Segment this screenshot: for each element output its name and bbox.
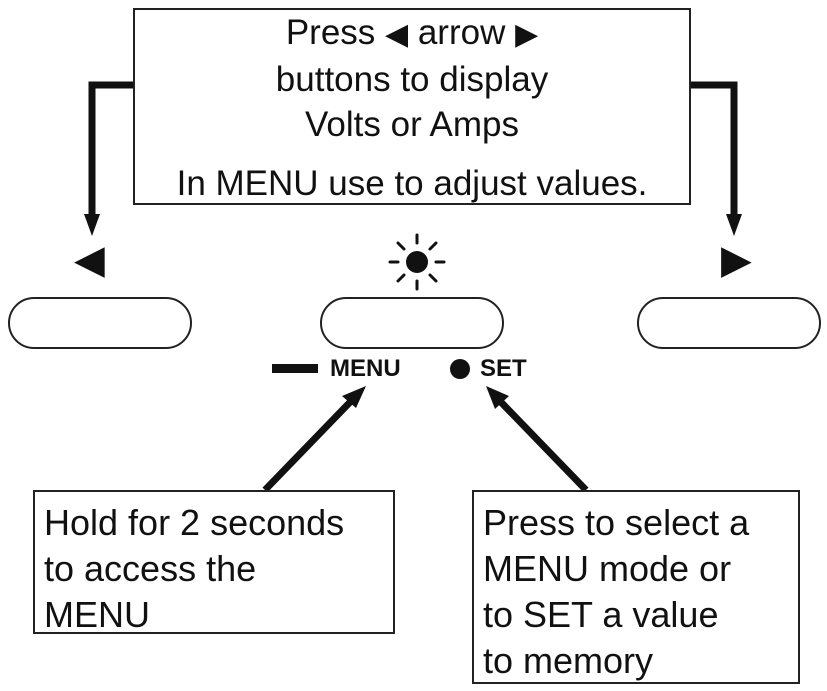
set-dot-icon [450, 359, 470, 379]
set-press-line-1: Press to select a [483, 502, 750, 543]
menu-dash-icon [272, 364, 318, 373]
instruction-line-4: In MENU use to adjust values. [176, 164, 648, 203]
menu-hold-line-2: to access the [44, 548, 257, 589]
left-triangle-icon: ◀ [385, 18, 409, 51]
arrow-instruction-box: Press ◀ arrow ▶ buttons to display Volts… [133, 8, 691, 205]
left-leader-arrowhead [84, 214, 100, 236]
menu-label: MENU [330, 355, 401, 382]
menu-hold-line-3: MENU [44, 594, 150, 635]
right-leader-line [691, 81, 738, 222]
instruction-line-2: buttons to display [275, 60, 549, 99]
set-callout-arrowhead [486, 386, 509, 409]
right-button[interactable] [637, 297, 821, 349]
center-button[interactable] [320, 297, 504, 349]
right-leader-arrowhead [726, 214, 742, 236]
menu-hold-callout: Hold for 2 seconds to access the MENU [33, 490, 395, 635]
set-label: SET [480, 355, 527, 382]
menu-callout-arrowhead [342, 386, 366, 408]
left-leader-line [88, 81, 133, 222]
set-press-line-2: MENU mode or [483, 548, 732, 589]
instruction-press-text: Press [285, 13, 376, 52]
right-arrow-icon: ▶ [721, 238, 752, 282]
right-triangle-icon: ▶ [515, 18, 539, 51]
set-press-callout: Press to select a MENU mode or to SET a … [472, 490, 800, 684]
menu-hold-line-1: Hold for 2 seconds [44, 502, 345, 543]
instruction-arrow-text: arrow [417, 13, 506, 52]
menu-callout-line [262, 394, 358, 493]
instruction-line-1: Press ◀ arrow ▶ [135, 10, 689, 57]
left-arrow-icon: ◀ [74, 238, 105, 282]
left-button[interactable] [8, 297, 192, 349]
set-callout-line [493, 394, 589, 493]
instruction-line-3: Volts or Amps [305, 105, 519, 144]
set-press-line-4: to memory [483, 640, 654, 681]
sun-icon [388, 233, 446, 291]
set-press-line-3: to SET a value [483, 594, 719, 635]
